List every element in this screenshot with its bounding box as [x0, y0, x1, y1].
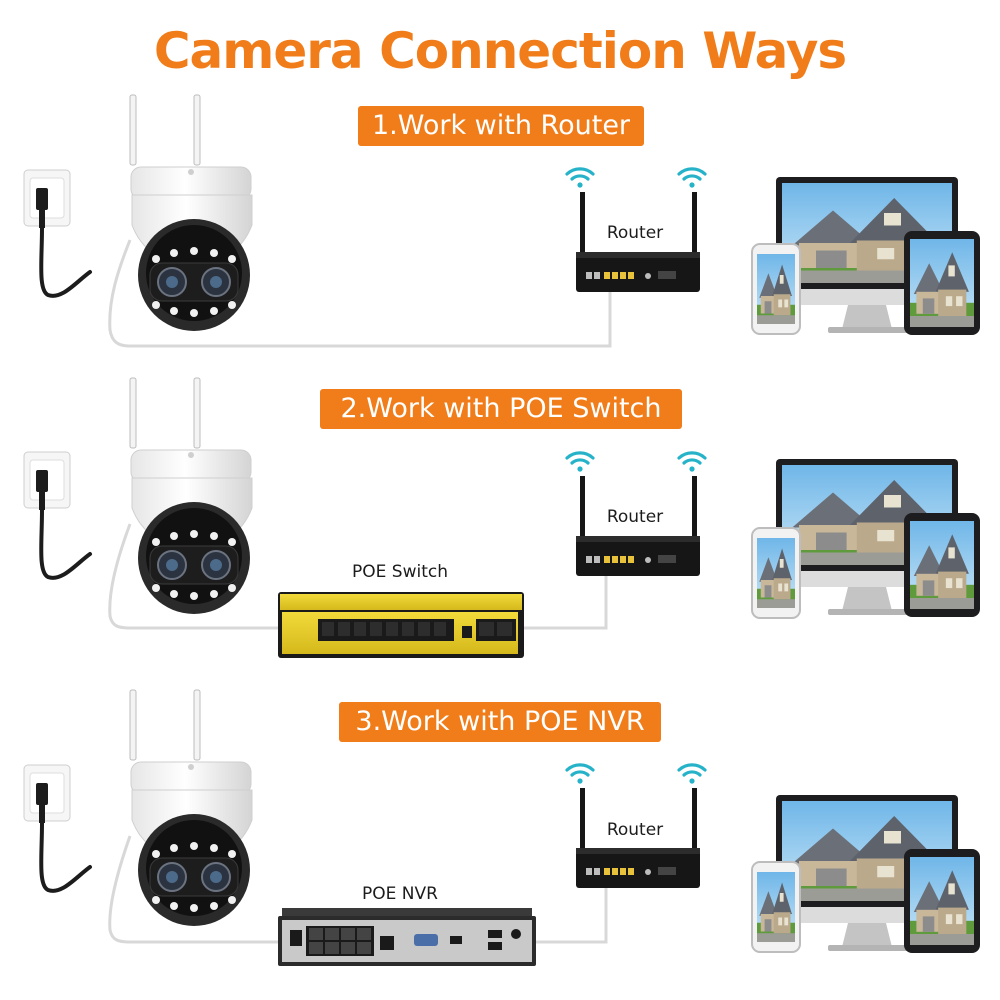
page-title: Camera Connection Ways — [153, 22, 847, 80]
router-label-3: Router — [606, 820, 664, 840]
wifi-icon — [677, 167, 707, 190]
poe-switch-label: POE Switch — [352, 562, 448, 582]
router-icon — [576, 476, 700, 576]
camera-icon — [129, 94, 253, 332]
tablet-icon — [904, 513, 980, 617]
router-icon — [576, 192, 700, 292]
camera-icon — [129, 689, 253, 927]
network-cable — [108, 239, 612, 348]
section-2 — [22, 377, 980, 658]
wifi-icon — [565, 167, 595, 190]
router-icon — [576, 788, 700, 888]
section-3 — [22, 689, 980, 966]
poe-nvr-icon — [278, 908, 536, 966]
power-outlet-icon — [22, 450, 92, 580]
router-label-1: Router — [606, 223, 664, 243]
wifi-icon — [565, 763, 595, 786]
wifi-icon — [677, 451, 707, 474]
phone-icon — [752, 862, 800, 952]
poe-nvr-label: POE NVR — [362, 884, 438, 904]
tablet-icon — [904, 231, 980, 335]
power-outlet-icon — [22, 763, 92, 893]
network-cable — [522, 574, 608, 630]
section-3-heading: 3.Work with POE NVR — [339, 702, 661, 742]
router-label-2: Router — [606, 507, 664, 527]
network-cable — [108, 835, 282, 944]
section-1 — [22, 94, 980, 348]
section-2-heading: 2.Work with POE Switch — [320, 389, 682, 429]
wifi-icon — [565, 451, 595, 474]
wifi-icon — [677, 763, 707, 786]
phone-icon — [752, 244, 800, 334]
section-1-heading: 1.Work with Router — [358, 106, 644, 146]
phone-icon — [752, 528, 800, 618]
network-cable — [534, 886, 608, 944]
camera-icon — [129, 377, 253, 615]
network-cable — [108, 523, 282, 630]
poe-switch-icon — [278, 592, 524, 658]
power-outlet-icon — [22, 168, 92, 298]
tablet-icon — [904, 849, 980, 953]
